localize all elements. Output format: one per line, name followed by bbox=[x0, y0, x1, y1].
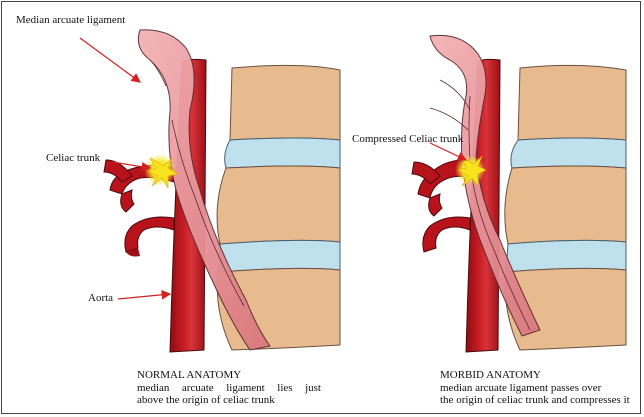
caption-title: MORBID ANATOMY bbox=[440, 369, 640, 382]
vertebra bbox=[217, 166, 340, 244]
caption-title: NORMAL ANATOMY bbox=[137, 369, 321, 382]
superior-mesenteric-artery bbox=[125, 217, 174, 257]
vertebra bbox=[518, 65, 626, 140]
intervertebral-disc bbox=[225, 138, 340, 168]
caption-line: median arcuate ligament passes over bbox=[440, 382, 640, 395]
normal-anatomy-caption: NORMAL ANATOMY median arcuate ligament l… bbox=[137, 369, 321, 407]
median-arcuate-ligament-label: Median arcuate ligament bbox=[16, 14, 125, 26]
normal-anatomy-illustration bbox=[80, 30, 340, 352]
morbid-anatomy-illustration bbox=[412, 35, 626, 352]
vertebra bbox=[230, 65, 340, 140]
caption-line: the origin of celiac trunk and compresse… bbox=[440, 394, 640, 407]
intervertebral-disc bbox=[511, 138, 626, 168]
aorta-pointer-arrow bbox=[118, 294, 170, 299]
superior-mesenteric-artery bbox=[423, 217, 470, 252]
compressed-celiac-trunk-label: Compressed Celiac trunk bbox=[352, 133, 463, 145]
vertebra bbox=[505, 166, 626, 244]
caption-line: median arcuate ligament lies just bbox=[137, 382, 321, 395]
compressed-celiac-pointer-arrow bbox=[430, 143, 466, 160]
aorta-label: Aorta bbox=[88, 292, 113, 304]
caption-line: above the origin of celiac trunk bbox=[137, 394, 321, 407]
ligament-pointer-arrow bbox=[80, 38, 140, 82]
intervertebral-disc bbox=[218, 240, 340, 272]
intervertebral-disc bbox=[506, 240, 626, 272]
celiac-trunk-label: Celiac trunk bbox=[46, 152, 100, 164]
morbid-anatomy-caption: MORBID ANATOMY median arcuate ligament p… bbox=[440, 369, 640, 407]
